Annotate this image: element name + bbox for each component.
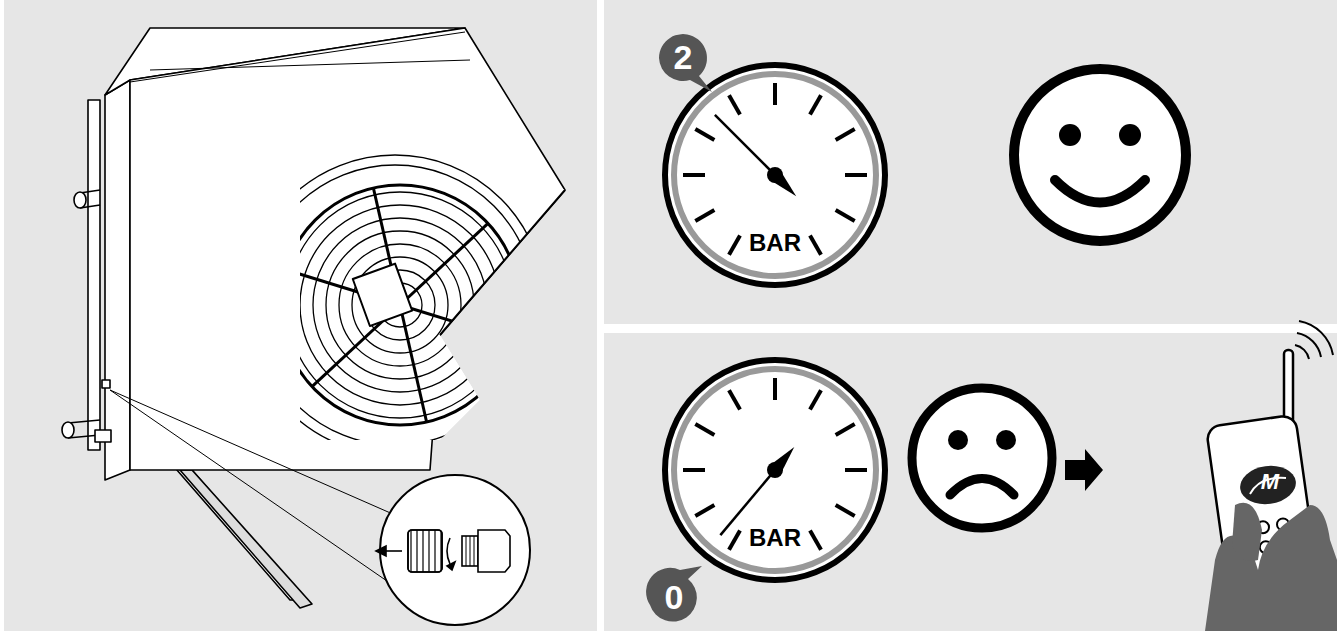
drawing-stroke (285, 188, 514, 422)
gauge-tick (810, 95, 821, 114)
gauge-tick (836, 424, 855, 435)
drawing-stroke (1059, 124, 1081, 146)
drawing-stroke (1295, 321, 1333, 359)
callout-bubble (659, 34, 712, 92)
drawing-stroke (1238, 462, 1299, 507)
gauge-needle (715, 115, 775, 175)
gauge-tick (695, 210, 714, 221)
drawing-stroke (1119, 124, 1141, 146)
drawing-stroke (996, 430, 1016, 450)
fan-grille (313, 218, 487, 392)
drawing-stroke (102, 380, 110, 388)
drawing-stroke (110, 390, 395, 515)
drawing-stroke (665, 360, 885, 580)
drawing-stroke (466, 536, 474, 566)
drawing-stroke (95, 430, 111, 442)
fan-grille (326, 231, 474, 379)
drawing-stroke (130, 32, 465, 82)
gauge-tick (836, 505, 855, 516)
gauge-tick (729, 95, 740, 114)
pressure-gauge (665, 360, 885, 580)
gauge-tick (810, 236, 821, 255)
drawing-stroke (604, 333, 1337, 631)
drawing-stroke (665, 65, 885, 285)
drawing-stroke (110, 390, 400, 590)
drawing-stroke (674, 369, 876, 571)
fan-grille (339, 244, 461, 366)
drawing-stroke (4, 0, 597, 631)
gauge-tick (683, 173, 705, 177)
sad-face (912, 388, 1052, 528)
pressure-gauge (665, 65, 885, 285)
drawing-stroke (105, 80, 130, 480)
gauge-tick (683, 468, 705, 472)
gauge-tick (836, 129, 855, 140)
drawing-stroke (1205, 505, 1337, 631)
callout-number: 0 (665, 580, 684, 614)
gauge-tick (845, 468, 867, 472)
gauge-tick (773, 83, 777, 105)
gauge-hub (767, 462, 783, 478)
unit-label: BAR (749, 231, 801, 255)
drawing-stroke (380, 475, 530, 625)
gauge-tick (845, 173, 867, 177)
arrow (1065, 449, 1103, 491)
drawing-stroke (280, 185, 520, 425)
drawing-stroke (255, 165, 535, 445)
drawing-stroke (440, 190, 565, 335)
gauge-tick (695, 424, 714, 435)
drawing-stroke (447, 562, 455, 570)
gauge-tick (810, 390, 821, 409)
drawing-stroke (408, 530, 442, 572)
drawing-stroke (462, 536, 478, 566)
phone (1205, 321, 1337, 631)
gauge-tick (773, 378, 777, 400)
fan-strut (400, 305, 515, 340)
unit-label: BAR (749, 526, 801, 550)
logo-letter: M (1261, 471, 1279, 493)
drawing-stroke (62, 422, 74, 438)
gauge-hub (767, 167, 783, 183)
happy-face (1014, 69, 1186, 241)
callout-bubble (646, 566, 702, 622)
drawing-stroke (1055, 180, 1145, 203)
drawing-stroke (353, 264, 412, 326)
gauge-tick (695, 129, 714, 140)
drawing-stroke (408, 530, 442, 572)
drawing-stroke (478, 530, 510, 572)
gauge-tick (729, 531, 740, 550)
drawing-stroke (912, 388, 1052, 528)
drawing-stroke (180, 470, 312, 608)
drawing-stroke (88, 100, 100, 450)
drawing-stroke (150, 60, 470, 70)
gauge-tick (810, 531, 821, 550)
fan-strut (400, 223, 488, 305)
drawing-stroke (245, 155, 545, 455)
gauge-tick (695, 505, 714, 516)
drawing-stroke (1014, 69, 1186, 241)
drawing-stroke (245, 120, 565, 455)
gauge-tick (836, 210, 855, 221)
drawing-stroke (674, 74, 876, 276)
fan-strut (400, 305, 427, 422)
callout-number: 2 (674, 40, 693, 74)
drawing-stroke (1284, 350, 1293, 425)
drawing-stroke (1232, 503, 1262, 561)
drawing-stroke (447, 538, 450, 564)
drawing-stroke (74, 192, 86, 208)
gauge-tick (729, 390, 740, 409)
drawing-stroke (604, 0, 1337, 324)
vent-valve-detail (376, 475, 530, 625)
fan-grille (352, 257, 448, 353)
drawing-stroke (950, 479, 1014, 496)
drawing-stroke (376, 546, 386, 556)
panel (4, 0, 1337, 631)
drawing-stroke (130, 28, 565, 470)
fan-grille (300, 205, 500, 405)
fan-grille (287, 192, 513, 418)
gauge-tick (729, 236, 740, 255)
drawing-stroke (948, 430, 968, 450)
